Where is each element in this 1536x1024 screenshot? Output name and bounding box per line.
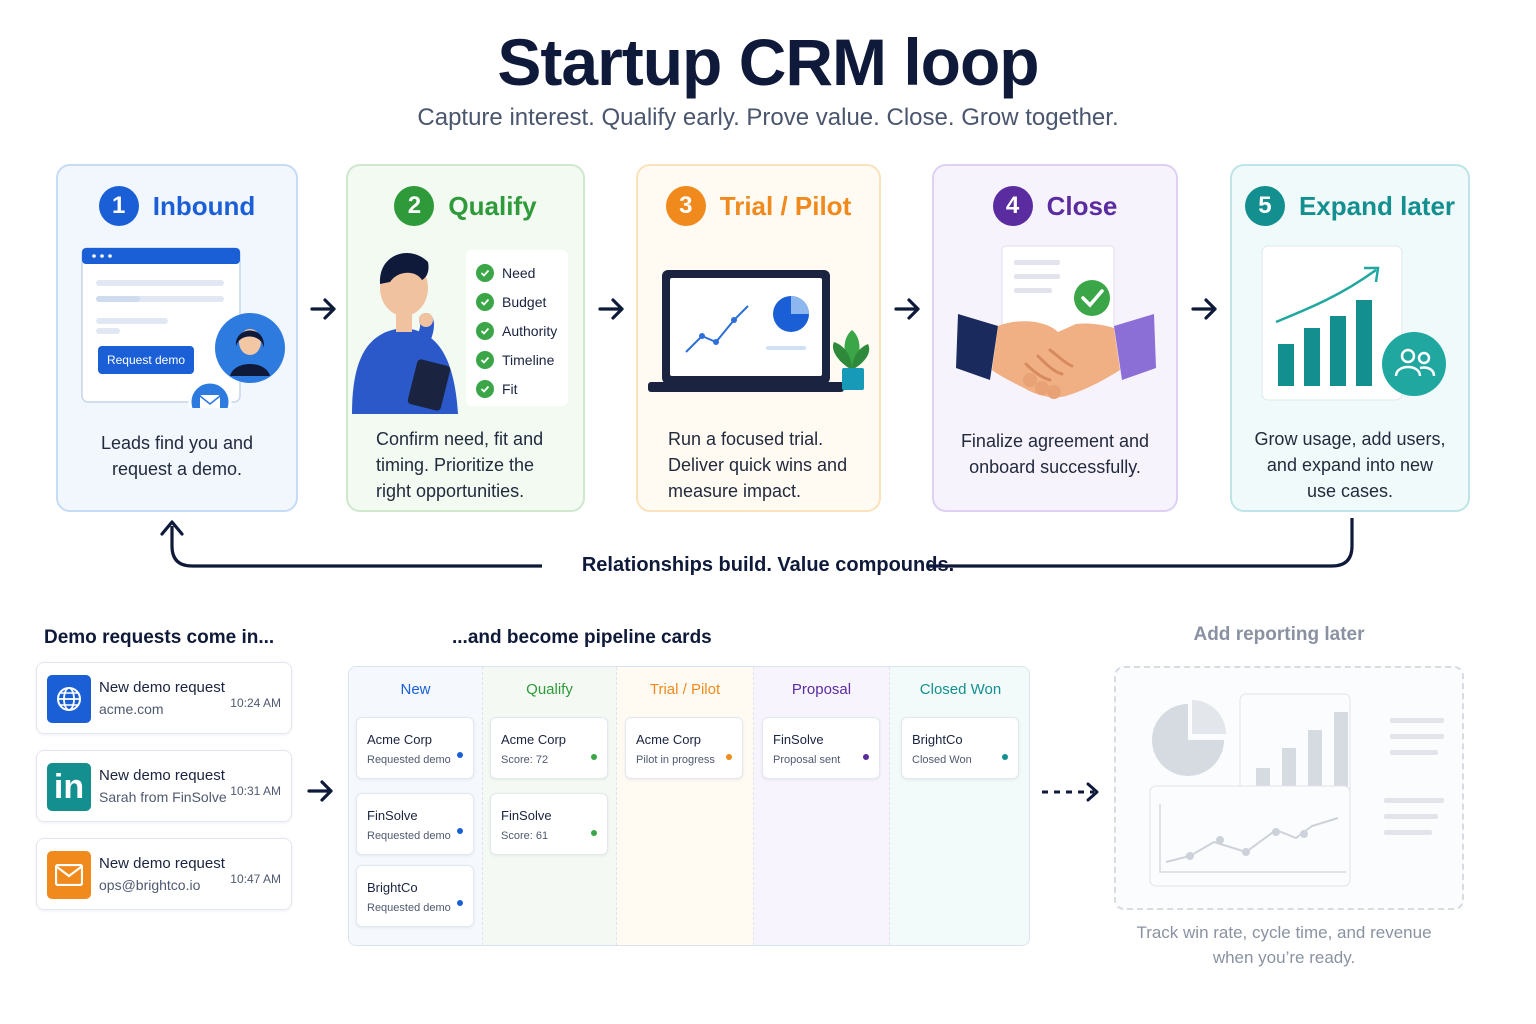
arrow-right-icon [598,298,624,320]
pipeline-card[interactable]: BrightCo Closed Won [901,717,1019,779]
status-dot [1002,754,1008,760]
stage-description: Confirm need, fit and timing. Prioritize… [376,429,544,501]
request-time: 10:47 AM [230,872,281,886]
demo-request-item[interactable]: New demo request ops@brightco.io 10:47 A… [36,838,292,910]
pipeline-column-new: New Acme Corp Requested demo FinSolve Re… [349,667,483,945]
growth-chart-icon [1261,245,1446,401]
demo-request-item[interactable]: New demo request acme.com 10:24 AM [36,662,292,734]
pipeline-card[interactable]: FinSolve Requested demo [356,793,474,855]
loop-label: Relationships build. Value compounds. [581,554,955,576]
pipeline-card[interactable]: FinSolve Proposal sent [762,717,880,779]
check-icon [476,321,494,340]
linkedin-icon: in [47,763,91,811]
page-title: Startup CRM loop [497,25,1039,99]
column-header: Trial / Pilot [649,681,721,698]
status-dot [726,754,732,760]
checklist-item: Timeline [476,345,568,374]
checklist-item: Fit [476,374,568,403]
stage-description: Finalize agreement and onboard successfu… [960,431,1150,477]
globe-icon [47,675,91,723]
reporting-placeholder [1114,666,1464,910]
pipeline-column-qualify: Qualify Acme Corp Score: 72 FinSolve Sco… [483,667,617,945]
arrow-right-icon [307,780,333,802]
stage-description: Grow usage, add users, and expand into n… [1254,429,1446,501]
loop-connector [160,518,1354,568]
check-icon [476,350,494,369]
status-dot [591,830,597,836]
stage-number-badge: 3 [665,186,706,226]
pipeline-card[interactable]: BrightCo Requested demo [356,865,474,927]
request-title: New demo request [99,767,225,784]
pipeline-heading: ...and become pipeline cards [452,627,712,648]
status-dot [863,754,869,760]
stage-number-badge: 2 [394,186,435,226]
stage-title: Expand later [1298,190,1456,221]
stage-title: Trial / Pilot [719,190,852,221]
request-demo-button[interactable]: Request demo [98,346,194,374]
request-time: 10:31 AM [230,784,281,798]
stage-number-badge: 1 [98,186,139,226]
stage-card-trial: 3 Trial / Pilot Run a focused trial. Del… [636,164,881,512]
column-header: Proposal [791,681,852,698]
pipeline-card[interactable]: Acme Corp Requested demo [356,717,474,779]
stage-title: Close [1046,190,1118,221]
stage-card-close: 4 Close Finalize agreement and onboard s… [932,164,1178,512]
column-header: Qualify [526,681,573,698]
checklist-item: Authority [476,316,568,345]
pipeline-card[interactable]: Acme Corp Pilot in progress [625,717,743,779]
check-icon [476,379,494,398]
stage-number-badge: 4 [992,186,1033,226]
thinking-person-illustration [352,253,458,414]
request-source: Sarah from FinSolve [99,789,227,805]
demo-request-item[interactable]: in New demo request Sarah from FinSolve … [36,750,292,822]
page-subtitle: Capture interest. Qualify early. Prove v… [417,104,1119,131]
arrow-right-icon [894,298,920,320]
web-form-illustration [81,247,285,408]
status-dot [457,752,463,758]
stage-description: Run a focused trial. Deliver quick wins … [668,429,848,501]
dashed-arrow-icon [1042,782,1099,802]
stage-description: Leads find you and request a demo. [100,433,254,479]
request-title: New demo request [99,679,225,696]
status-dot [591,754,597,760]
arrow-right-icon [310,298,336,320]
status-dot [457,828,463,834]
status-dot [457,900,463,906]
handshake-icon [956,245,1156,399]
checklist-item: Budget [476,287,568,316]
pipeline-column-proposal: Proposal FinSolve Proposal sent [754,667,890,945]
demo-requests-heading: Demo requests come in... [44,627,275,648]
pipeline-card[interactable]: Acme Corp Score: 72 [490,717,608,779]
stage-title: Qualify [448,190,537,221]
check-icon [476,292,494,311]
check-icon [476,263,494,282]
stage-card-inbound: 1 Inbound Request demo Leads find you an… [56,164,298,512]
pipeline-board: New Acme Corp Requested demo FinSolve Re… [348,666,1030,946]
qualification-checklist: Need Budget Authority Timeline Fit [466,250,568,406]
request-source: ops@brightco.io [99,877,201,893]
request-time: 10:24 AM [230,696,281,710]
pipeline-column-trial: Trial / Pilot Acme Corp Pilot in progres… [617,667,754,945]
pipeline-column-closed-won: Closed Won BrightCo Closed Won [890,667,1029,945]
request-source: acme.com [99,701,164,717]
stage-card-expand: 5 Expand later Grow usage, add users, an… [1230,164,1470,512]
column-header: New [400,681,431,698]
request-title: New demo request [99,855,225,872]
reporting-heading: Add reporting later [1193,624,1365,645]
reporting-dashboard-illustration [1149,693,1444,887]
stage-title: Inbound [152,190,256,221]
arrow-right-icon [1191,298,1217,320]
email-icon [47,851,91,899]
laptop-analytics-illustration [648,270,870,392]
pipeline-card[interactable]: FinSolve Score: 61 [490,793,608,855]
stage-number-badge: 5 [1244,186,1285,226]
column-header: Closed Won [919,681,1002,698]
reporting-note: Track win rate, cycle time, and revenue … [1136,923,1432,967]
stage-card-qualify: 2 Qualify Need Budget Authority Timeline [346,164,585,512]
checklist-item: Need [476,258,568,287]
